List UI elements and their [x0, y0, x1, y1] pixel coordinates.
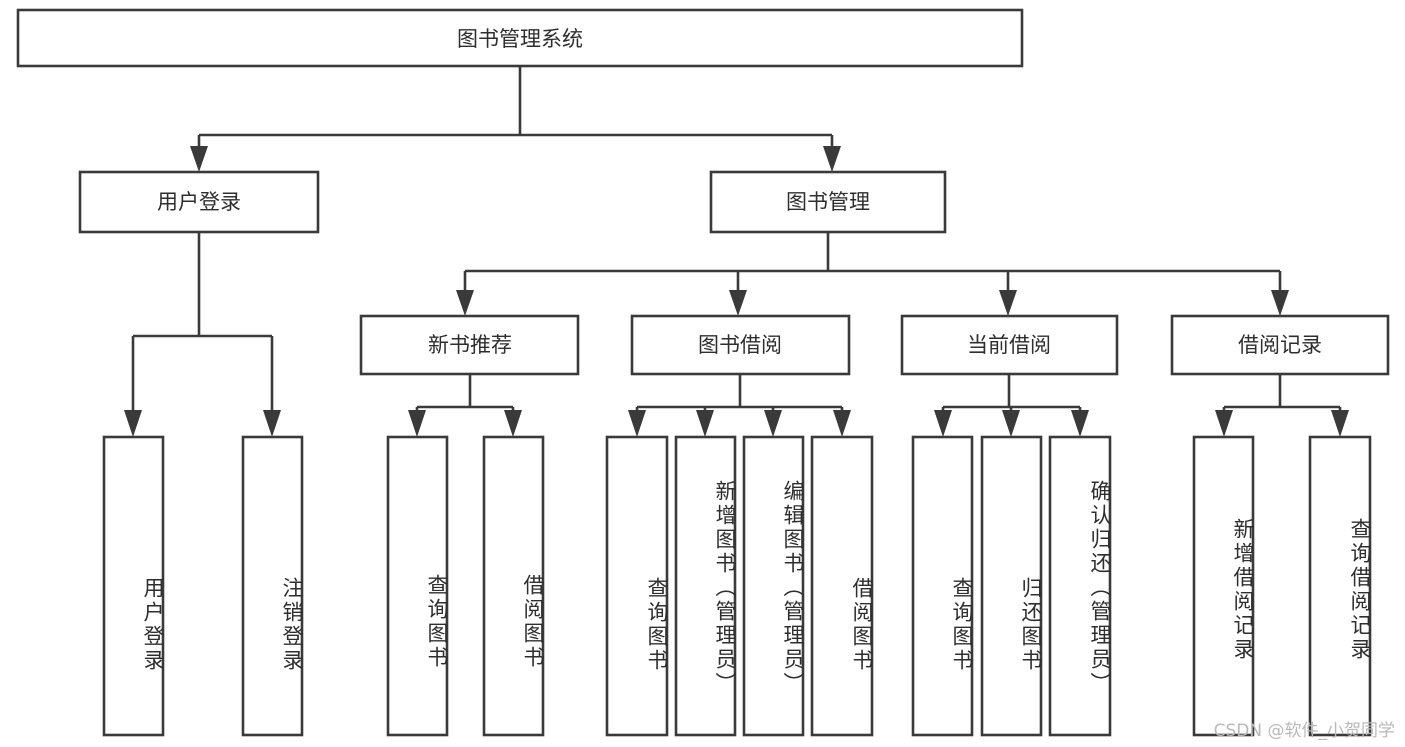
connector-current-borrow-to-leaves: [934, 374, 1089, 437]
arrow-head-icon: [823, 146, 841, 172]
leaf-box-query-book-3[interactable]: [911, 435, 974, 737]
leaf-box-borrow-book-2[interactable]: [810, 435, 874, 737]
node-borrow-record-label: 借阅记录: [1238, 333, 1322, 357]
leaf-box-query-borrow-record[interactable]: [1308, 435, 1372, 737]
leaf-box-logout[interactable]: [241, 435, 304, 737]
arrow-head-icon: [1215, 410, 1233, 437]
arrow-head-icon: [190, 146, 208, 172]
leaf-box-return-book[interactable]: [980, 435, 1043, 737]
arrow-head-icon: [999, 290, 1017, 316]
node-new-book-recommend[interactable]: 新书推荐: [359, 314, 580, 376]
connector-borrow-record-to-leaves: [1215, 374, 1349, 437]
node-root[interactable]: 图书管理系统: [16, 8, 1024, 68]
node-current-borrow-box[interactable]: [900, 314, 1119, 376]
arrow-head-icon: [1071, 410, 1089, 437]
node-current-borrow-label: 当前借阅: [967, 333, 1051, 357]
arrow-head-icon: [696, 410, 714, 437]
node-root-box[interactable]: [16, 8, 1024, 68]
arrow-head-icon: [504, 410, 522, 437]
node-current-borrow[interactable]: 当前借阅: [900, 314, 1119, 376]
leaf-box-confirm-return-admin[interactable]: [1048, 435, 1112, 737]
node-new-book-recommend-box[interactable]: [359, 314, 580, 376]
connector-book-management-to-level3: [456, 232, 1289, 316]
node-book-management-label: 图书管理: [786, 190, 870, 214]
node-book-management[interactable]: 图书管理: [709, 170, 947, 234]
node-user-login-label: 用户登录: [157, 190, 241, 214]
leaf-box-add-borrow-record[interactable]: [1192, 435, 1255, 737]
leaf-box-add-book-admin[interactable]: [674, 435, 737, 737]
arrow-head-icon: [1002, 410, 1020, 437]
connector-user-login-to-leaves: [124, 232, 281, 437]
arrow-head-icon: [628, 410, 646, 437]
leaf-box-borrow-book-1[interactable]: [482, 435, 545, 737]
arrow-head-icon: [1331, 410, 1349, 437]
arrow-head-icon: [833, 410, 851, 437]
arrow-head-icon: [729, 290, 747, 316]
leaf-box-edit-book-admin[interactable]: [742, 435, 805, 737]
connector-root-to-level2: [190, 66, 841, 172]
node-new-book-recommend-label: 新书推荐: [428, 333, 512, 357]
arrow-head-icon: [764, 410, 782, 437]
node-root-label: 图书管理系统: [457, 27, 583, 51]
arrow-head-icon: [263, 410, 281, 437]
arrow-head-icon: [408, 410, 426, 437]
arrow-head-icon: [456, 290, 474, 316]
node-user-login-box[interactable]: [78, 170, 320, 234]
arrow-head-icon: [124, 410, 142, 437]
leaf-box-user-login[interactable]: [102, 435, 165, 737]
node-book-borrow-label: 图书借阅: [698, 333, 782, 357]
leaf-box-query-book-1[interactable]: [386, 435, 449, 737]
connector-new-book-recommend-to-leaves: [408, 374, 522, 437]
node-borrow-record[interactable]: 借阅记录: [1170, 314, 1390, 376]
arrow-head-icon: [934, 410, 952, 437]
leaf-box-query-book-2[interactable]: [605, 435, 669, 737]
node-book-borrow[interactable]: 图书借阅: [630, 314, 851, 376]
connector-book-borrow-to-leaves: [628, 374, 851, 437]
node-user-login[interactable]: 用户登录: [78, 170, 320, 234]
arrow-head-icon: [1271, 290, 1289, 316]
